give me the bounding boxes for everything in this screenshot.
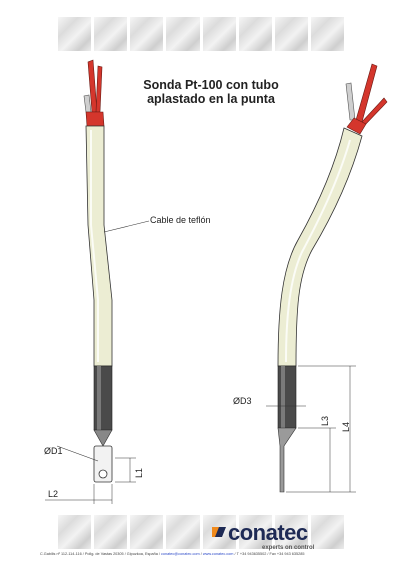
dimension-l3-label: L3 xyxy=(320,415,330,426)
footer-decorative-tiles xyxy=(58,515,344,549)
header-decorative-tiles xyxy=(58,17,344,51)
footer-web-link[interactable]: www.conatec.com xyxy=(202,552,234,556)
title-line-2: aplastado en la punta xyxy=(147,92,275,106)
footer-email-link[interactable]: conatec@conatec.com xyxy=(161,552,200,556)
page-title: Sonda Pt-100 con tubo aplastado en la pu… xyxy=(126,78,296,106)
brand-logo-text: conatec xyxy=(228,520,308,545)
tip-hole xyxy=(98,469,108,479)
footer-separator: / xyxy=(199,552,203,556)
title-line-1: Sonda Pt-100 con tubo xyxy=(143,78,279,92)
footer-contact-line: C.Gabilis nº 112-114-116 / Pollg. de Vas… xyxy=(40,552,364,556)
right-teflon-cable xyxy=(277,127,363,367)
dimension-l1-label: L1 xyxy=(134,467,144,478)
footer-phones: / T +34 943635502 / Fax +34 943 635285 xyxy=(233,552,305,556)
cable-label: Cable de teflón xyxy=(150,215,211,225)
right-steel-sheath xyxy=(277,365,297,429)
brand-tagline: experts on control xyxy=(262,545,315,551)
right-wires xyxy=(345,63,388,135)
dimension-l4-label: L4 xyxy=(341,421,351,432)
dimension-l2-label: L2 xyxy=(48,489,59,499)
right-flattened-tip xyxy=(277,427,297,493)
left-wires xyxy=(83,59,105,127)
conatec-logo-mark-icon xyxy=(212,527,226,537)
left-steel-sheath xyxy=(93,365,113,431)
dimension-d3-label: ØD3 xyxy=(233,396,252,406)
footer-address: C.Gabilis nº 112-114-116 / Pollg. de Vas… xyxy=(40,552,161,556)
left-flattened-tip xyxy=(93,429,113,447)
dimension-d1-label: ØD1 xyxy=(44,446,63,456)
